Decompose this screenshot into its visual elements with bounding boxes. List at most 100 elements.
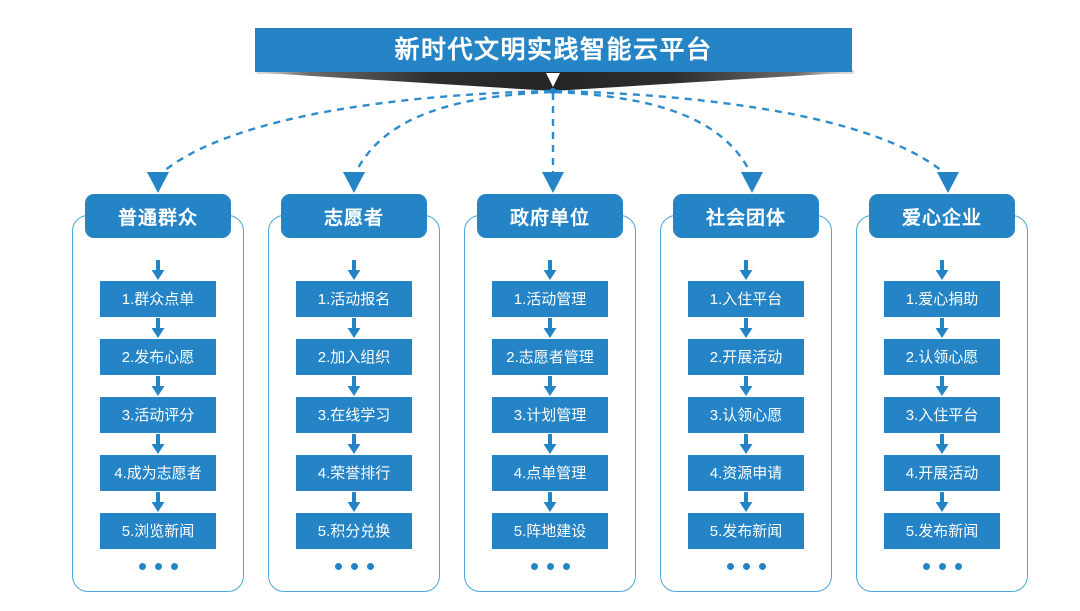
ellipsis-dot-icon bbox=[154, 563, 162, 570]
column-header-social-group[interactable]: 社会团体 bbox=[673, 194, 819, 238]
step-connector bbox=[464, 259, 636, 281]
step-item[interactable]: 5.积分兑换 bbox=[296, 513, 412, 549]
step-item[interactable]: 4.点单管理 bbox=[492, 455, 608, 491]
arrow-down-icon bbox=[739, 492, 753, 512]
arrow-down-icon bbox=[347, 376, 361, 396]
column-header-government[interactable]: 政府单位 bbox=[477, 194, 623, 238]
step-connector bbox=[660, 259, 832, 281]
step-connector bbox=[856, 375, 1028, 397]
ellipsis-dot-icon bbox=[334, 563, 342, 570]
ellipsis-dot-icon bbox=[758, 563, 766, 570]
step-item[interactable]: 1.活动报名 bbox=[296, 281, 412, 317]
step-list: 1.活动管理 2.志愿者管理 3.计划管理 4.点单管理 5.阵地建设 bbox=[464, 259, 636, 570]
step-connector bbox=[72, 259, 244, 281]
arrow-down-icon bbox=[543, 376, 557, 396]
step-connector bbox=[660, 317, 832, 339]
arrow-down-icon bbox=[347, 318, 361, 338]
role-column-caring-enterprise: 爱心企业 1.爱心捐助 2.认领心愿 3.入住平台 4.开展活动 5.发布新闻 bbox=[856, 194, 1028, 592]
step-item[interactable]: 4.开展活动 bbox=[884, 455, 1000, 491]
step-list: 1.活动报名 2.加入组织 3.在线学习 4.荣誉排行 5.积分兑换 bbox=[268, 259, 440, 570]
arrow-down-icon bbox=[935, 376, 949, 396]
step-item[interactable]: 2.开展活动 bbox=[688, 339, 804, 375]
step-connector bbox=[856, 259, 1028, 281]
ellipsis-dot-icon bbox=[138, 563, 146, 570]
arrow-down-icon bbox=[151, 492, 165, 512]
role-column-social-group: 社会团体 1.入住平台 2.开展活动 3.认领心愿 4.资源申请 5.发布新闻 bbox=[660, 194, 832, 592]
ellipsis-dot-icon bbox=[742, 563, 750, 570]
arrow-down-icon bbox=[739, 260, 753, 280]
arrow-down-icon bbox=[543, 318, 557, 338]
step-connector bbox=[72, 317, 244, 339]
arrow-down-icon bbox=[347, 260, 361, 280]
more-items-indicator bbox=[660, 563, 832, 570]
step-connector bbox=[72, 375, 244, 397]
ellipsis-dot-icon bbox=[366, 563, 374, 570]
step-connector bbox=[856, 433, 1028, 455]
step-item[interactable]: 3.在线学习 bbox=[296, 397, 412, 433]
step-connector bbox=[464, 317, 636, 339]
ellipsis-dot-icon bbox=[562, 563, 570, 570]
role-column-volunteer: 志愿者 1.活动报名 2.加入组织 3.在线学习 4.荣誉排行 5.积分兑换 bbox=[268, 194, 440, 592]
ellipsis-dot-icon bbox=[350, 563, 358, 570]
step-connector bbox=[464, 491, 636, 513]
step-item[interactable]: 1.入住平台 bbox=[688, 281, 804, 317]
ellipsis-dot-icon bbox=[170, 563, 178, 570]
step-connector bbox=[268, 317, 440, 339]
step-item[interactable]: 2.发布心愿 bbox=[100, 339, 216, 375]
more-items-indicator bbox=[268, 563, 440, 570]
step-connector bbox=[268, 433, 440, 455]
step-item[interactable]: 5.发布新闻 bbox=[884, 513, 1000, 549]
more-items-indicator bbox=[464, 563, 636, 570]
step-connector bbox=[660, 375, 832, 397]
step-connector bbox=[856, 317, 1028, 339]
step-list: 1.爱心捐助 2.认领心愿 3.入住平台 4.开展活动 5.发布新闻 bbox=[856, 259, 1028, 570]
step-connector bbox=[660, 491, 832, 513]
step-item[interactable]: 5.阵地建设 bbox=[492, 513, 608, 549]
step-connector bbox=[268, 491, 440, 513]
step-connector bbox=[268, 375, 440, 397]
step-item[interactable]: 1.爱心捐助 bbox=[884, 281, 1000, 317]
arrow-down-icon bbox=[151, 434, 165, 454]
step-item[interactable]: 4.荣誉排行 bbox=[296, 455, 412, 491]
role-column-public: 普通群众 1.群众点单 2.发布心愿 3.活动评分 4.成为志愿者 5.浏览新闻 bbox=[72, 194, 244, 592]
step-item[interactable]: 3.活动评分 bbox=[100, 397, 216, 433]
arrow-down-icon bbox=[151, 260, 165, 280]
banner-bar: 新时代文明实践智能云平台 bbox=[255, 28, 852, 72]
step-item[interactable]: 2.加入组织 bbox=[296, 339, 412, 375]
step-item[interactable]: 3.入住平台 bbox=[884, 397, 1000, 433]
arrow-down-icon bbox=[739, 434, 753, 454]
step-item[interactable]: 3.认领心愿 bbox=[688, 397, 804, 433]
step-list: 1.群众点单 2.发布心愿 3.活动评分 4.成为志愿者 5.浏览新闻 bbox=[72, 259, 244, 570]
role-column-government: 政府单位 1.活动管理 2.志愿者管理 3.计划管理 4.点单管理 5.阵地建设 bbox=[464, 194, 636, 592]
step-connector bbox=[660, 433, 832, 455]
step-connector bbox=[72, 491, 244, 513]
step-connector bbox=[72, 433, 244, 455]
step-item[interactable]: 5.浏览新闻 bbox=[100, 513, 216, 549]
step-list: 1.入住平台 2.开展活动 3.认领心愿 4.资源申请 5.发布新闻 bbox=[660, 259, 832, 570]
column-header-volunteer[interactable]: 志愿者 bbox=[281, 194, 427, 238]
arrow-down-icon bbox=[935, 260, 949, 280]
step-connector bbox=[268, 259, 440, 281]
step-item[interactable]: 1.群众点单 bbox=[100, 281, 216, 317]
column-header-public[interactable]: 普通群众 bbox=[85, 194, 231, 238]
ellipsis-dot-icon bbox=[938, 563, 946, 570]
step-connector bbox=[464, 433, 636, 455]
step-connector bbox=[464, 375, 636, 397]
more-items-indicator bbox=[856, 563, 1028, 570]
arrow-down-icon bbox=[347, 492, 361, 512]
step-item[interactable]: 4.成为志愿者 bbox=[100, 455, 216, 491]
arrow-down-icon bbox=[151, 376, 165, 396]
arrow-down-icon bbox=[935, 492, 949, 512]
step-item[interactable]: 3.计划管理 bbox=[492, 397, 608, 433]
arrow-down-icon bbox=[739, 318, 753, 338]
step-item[interactable]: 5.发布新闻 bbox=[688, 513, 804, 549]
step-item[interactable]: 2.认领心愿 bbox=[884, 339, 1000, 375]
step-item[interactable]: 2.志愿者管理 bbox=[492, 339, 608, 375]
step-item[interactable]: 4.资源申请 bbox=[688, 455, 804, 491]
arrow-down-icon bbox=[935, 434, 949, 454]
more-items-indicator bbox=[72, 563, 244, 570]
step-item[interactable]: 1.活动管理 bbox=[492, 281, 608, 317]
column-header-caring-enterprise[interactable]: 爱心企业 bbox=[869, 194, 1015, 238]
